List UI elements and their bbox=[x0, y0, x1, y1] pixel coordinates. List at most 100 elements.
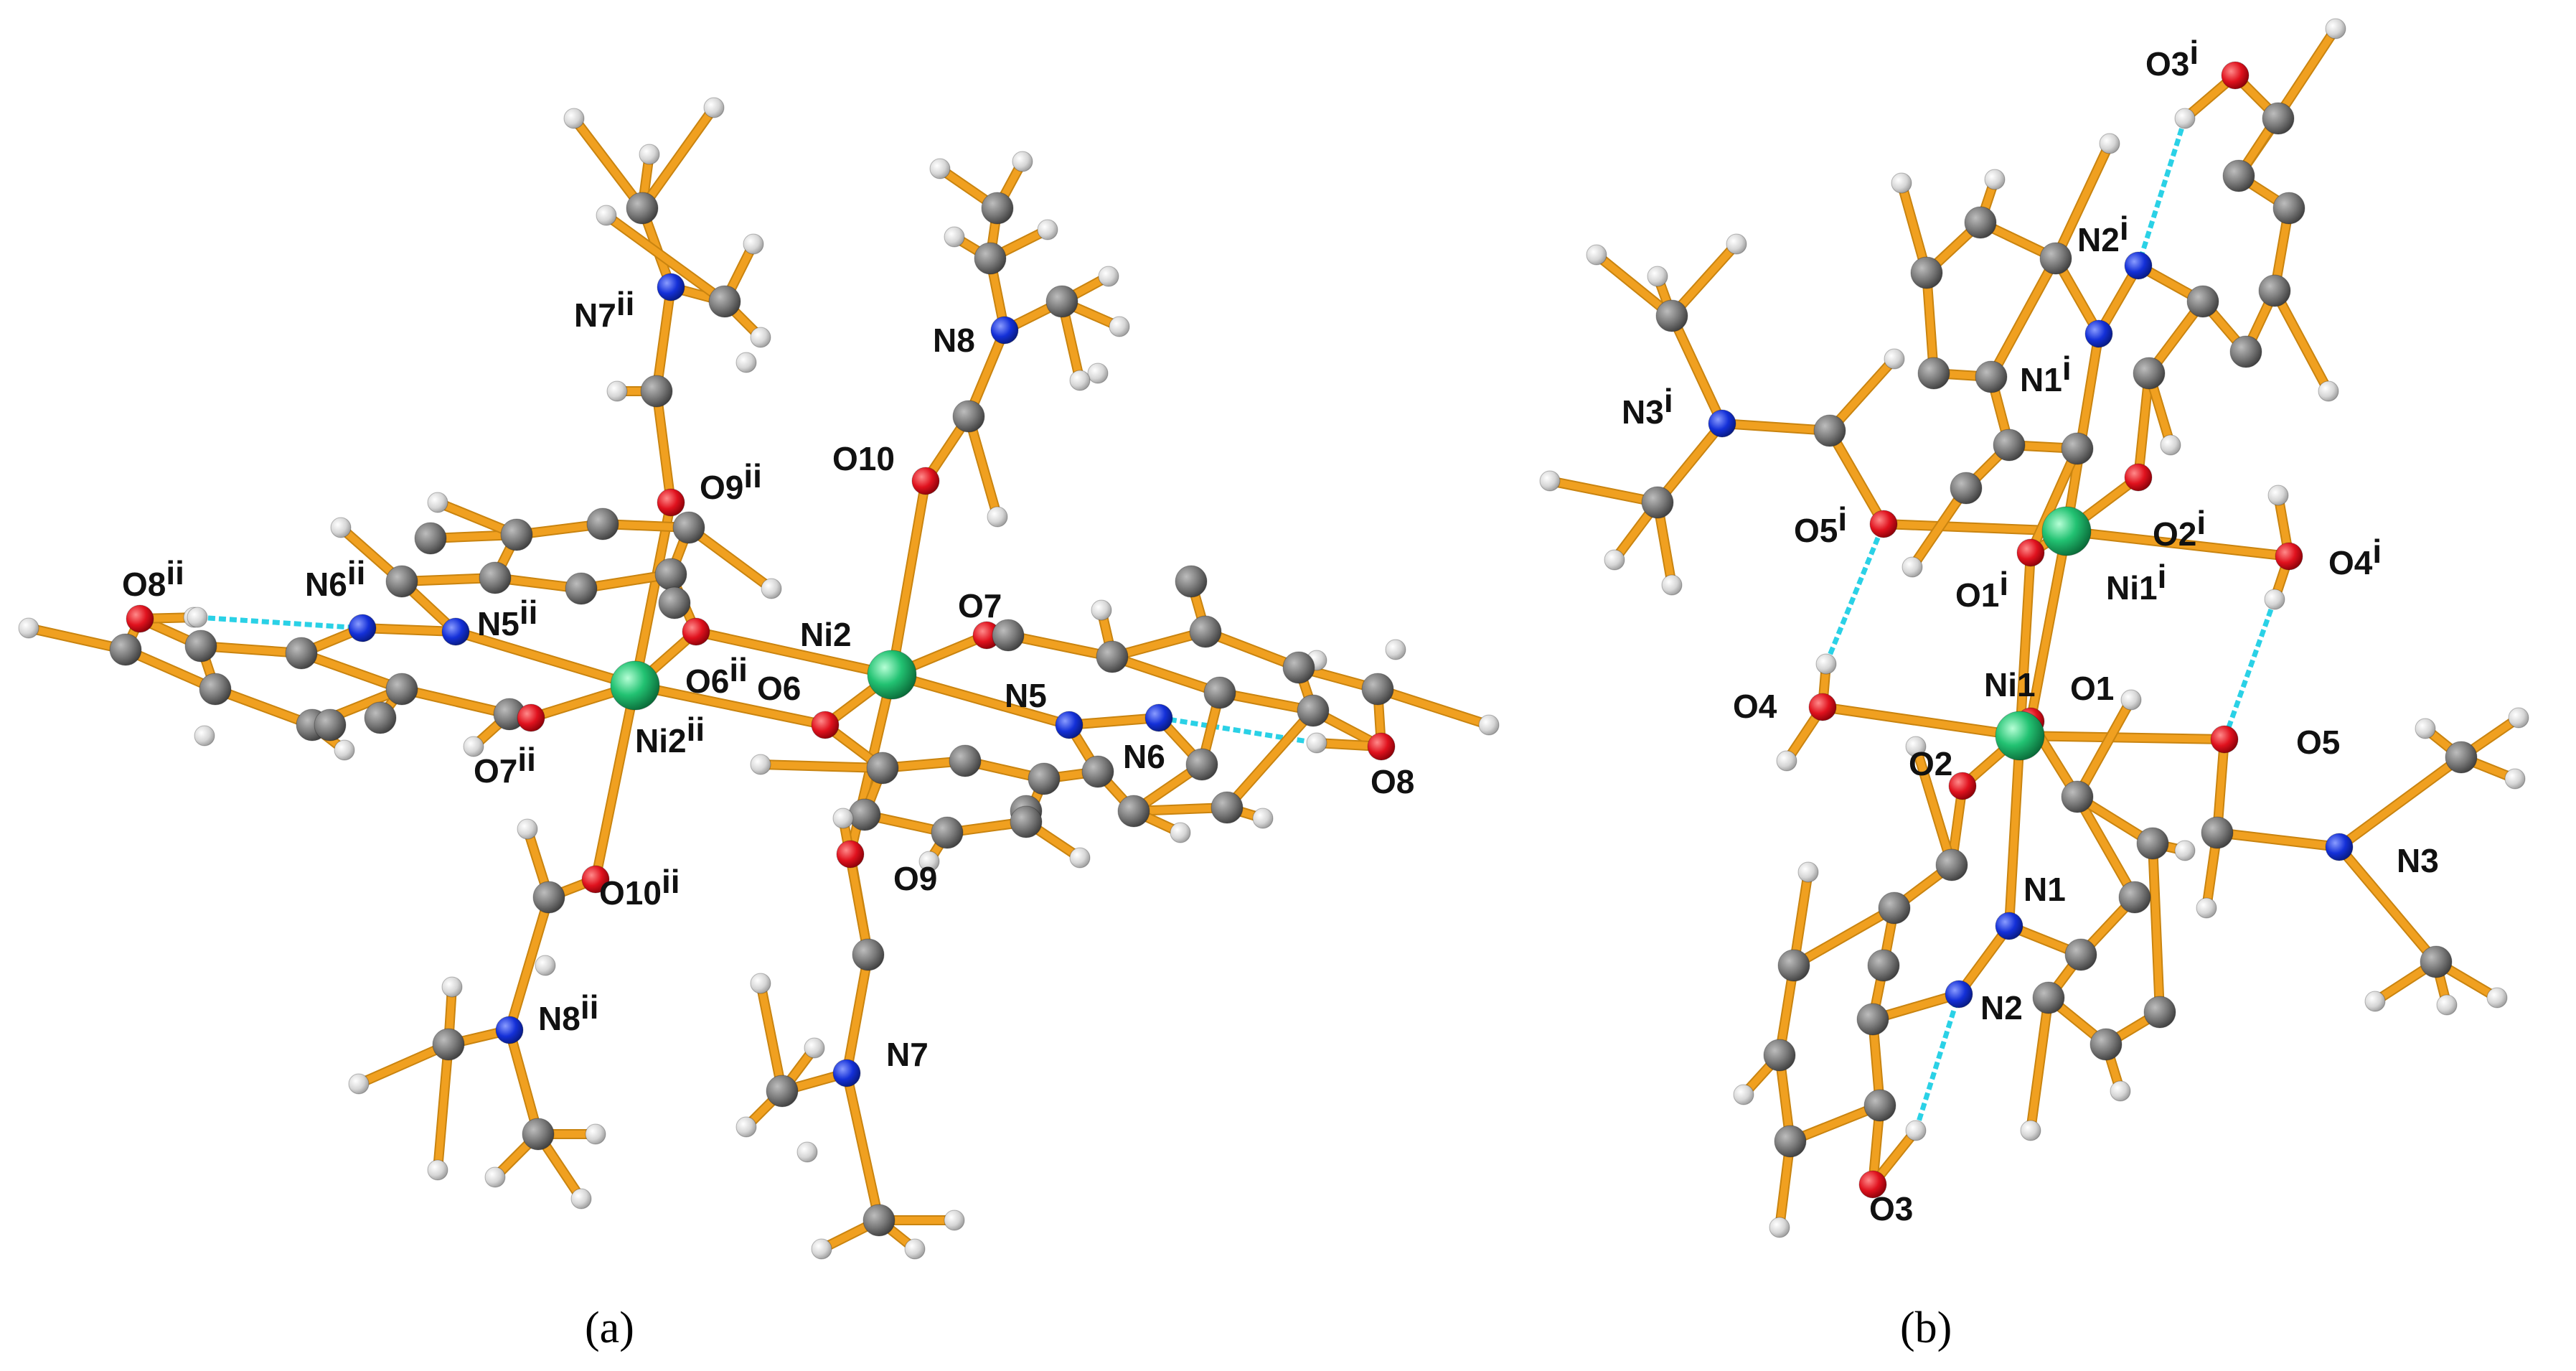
oxygen-atom bbox=[581, 865, 610, 894]
carbon-atom bbox=[2262, 102, 2295, 135]
atom-label-O10ii: O10ii bbox=[599, 863, 680, 912]
hydrogen-atom bbox=[2196, 897, 2217, 919]
hydrogen-atom bbox=[2504, 768, 2526, 790]
hydrogen-atom bbox=[987, 506, 1008, 528]
hydrogen-atom bbox=[761, 578, 782, 599]
bond bbox=[2336, 754, 2465, 851]
hydrogen-atom bbox=[1984, 169, 2006, 190]
bond bbox=[757, 980, 786, 1095]
carbon-atom bbox=[1993, 429, 2026, 462]
bond bbox=[1668, 312, 1726, 427]
atom-label-N8: N8 bbox=[933, 322, 975, 359]
carbon-atom bbox=[1878, 892, 1911, 925]
carbon-atom bbox=[952, 400, 985, 433]
atom-label-O2i: O2i bbox=[2153, 504, 2206, 553]
carbon-atom bbox=[2201, 816, 2234, 849]
bond bbox=[2235, 25, 2339, 179]
bond bbox=[965, 413, 1001, 520]
hydrogen-bond bbox=[1913, 993, 1962, 1132]
atom-label-O7ii: O7ii bbox=[474, 741, 536, 790]
oxygen-atom bbox=[2124, 463, 2153, 492]
atom-label-O3: O3 bbox=[1869, 1190, 1913, 1227]
hydrogen-atom bbox=[735, 352, 757, 373]
oxygen-atom bbox=[1808, 693, 1837, 721]
nitrogen-atom bbox=[1144, 703, 1173, 732]
atom-label-O7: O7 bbox=[958, 587, 1002, 624]
carbon-atom bbox=[2186, 285, 2219, 318]
carbon-atom bbox=[1081, 755, 1114, 788]
bond bbox=[1668, 240, 1740, 319]
nitrogen-atom bbox=[2084, 319, 2113, 348]
oxygen-atom bbox=[911, 467, 940, 495]
oxygen-atom bbox=[811, 711, 840, 739]
carbon-atom bbox=[1211, 791, 1244, 824]
carbon-atom bbox=[385, 673, 418, 706]
hydrogen-atom bbox=[904, 1238, 926, 1260]
bond bbox=[639, 104, 718, 212]
oxygen-atom bbox=[657, 488, 685, 517]
carbon-atom bbox=[2258, 274, 2291, 307]
bond bbox=[298, 650, 405, 693]
atom-label-O8ii: O8ii bbox=[122, 554, 184, 603]
hydrogen-atom bbox=[1037, 219, 1058, 240]
oxygen-atom bbox=[1858, 1170, 1887, 1199]
oxygen-atom bbox=[2221, 61, 2250, 90]
carbon-atom bbox=[1950, 472, 1983, 505]
atom-label-N3i: N3i bbox=[1622, 382, 1673, 431]
nickel-atom bbox=[1995, 711, 2045, 761]
bond bbox=[2135, 370, 2153, 481]
carbon-atom bbox=[1935, 848, 1968, 881]
carbon-atom bbox=[672, 511, 705, 544]
nitrogen-atom bbox=[832, 1059, 861, 1087]
oxygen-atom bbox=[682, 617, 710, 646]
panel-b-labels: O3i N2i N3i N1i O5i O2i O1i Ni1i O4i O4 … bbox=[1622, 34, 2439, 1227]
hydrogen-atom bbox=[1905, 736, 1927, 757]
carbon-atom bbox=[1763, 1039, 1796, 1072]
hydrogen-atom bbox=[348, 1073, 370, 1095]
carbon-atom bbox=[385, 565, 418, 598]
hydrogen-atom bbox=[1098, 266, 1119, 287]
carbon-atom bbox=[1361, 673, 1394, 706]
bond bbox=[2027, 445, 2081, 556]
carbon-atom bbox=[1028, 762, 1061, 795]
panel-a-atoms bbox=[18, 97, 1500, 1260]
hydrogen-atom bbox=[2436, 994, 2458, 1016]
atom-label-O10: O10 bbox=[832, 440, 895, 477]
atom-label-Ni1i: Ni1i bbox=[2106, 558, 2166, 607]
carbon-atom bbox=[766, 1075, 799, 1108]
bond bbox=[2016, 549, 2034, 739]
hydrogen-atom bbox=[929, 158, 951, 179]
oxygen-atom bbox=[126, 604, 154, 633]
atom-label-O6ii: O6ii bbox=[685, 651, 748, 700]
carbon-atom bbox=[708, 285, 741, 318]
bond bbox=[1912, 743, 1955, 869]
hydrogen-atom bbox=[1252, 808, 1274, 829]
hydrogen-atom bbox=[535, 955, 556, 976]
carbon-atom bbox=[1641, 486, 1674, 519]
bond bbox=[1826, 355, 1898, 434]
carbon-atom bbox=[2039, 242, 2072, 275]
bond bbox=[1216, 689, 1317, 714]
carbon-atom bbox=[2061, 780, 2094, 813]
carbon-atom bbox=[285, 637, 318, 670]
atom-label-N8ii: N8ii bbox=[538, 988, 598, 1037]
hydrogen-atom bbox=[1539, 470, 1561, 492]
hydrogen-atom bbox=[2508, 707, 2529, 729]
carbon-atom bbox=[479, 561, 512, 594]
carbon-atom bbox=[2118, 881, 2151, 914]
atom-label-O4: O4 bbox=[1733, 688, 1777, 725]
hydrogen-atom bbox=[1087, 362, 1109, 384]
atom-label-O1i: O1i bbox=[1955, 565, 2008, 614]
hydrogen-atom bbox=[2120, 689, 2142, 711]
carbon-atom bbox=[1774, 1125, 1807, 1158]
carbon-atom bbox=[2133, 357, 2166, 390]
bond bbox=[1546, 477, 1661, 506]
oxygen-atom bbox=[1869, 510, 1898, 538]
hydrogen-atom bbox=[18, 617, 39, 639]
hydrogen-atom bbox=[796, 1141, 818, 1163]
bond bbox=[757, 761, 886, 772]
hydrogen-atom bbox=[1905, 1120, 1927, 1141]
atom-label-N2i: N2i bbox=[2077, 210, 2129, 258]
carbon-atom bbox=[532, 881, 565, 914]
panel-b-caption: (b) bbox=[1900, 1304, 1952, 1352]
